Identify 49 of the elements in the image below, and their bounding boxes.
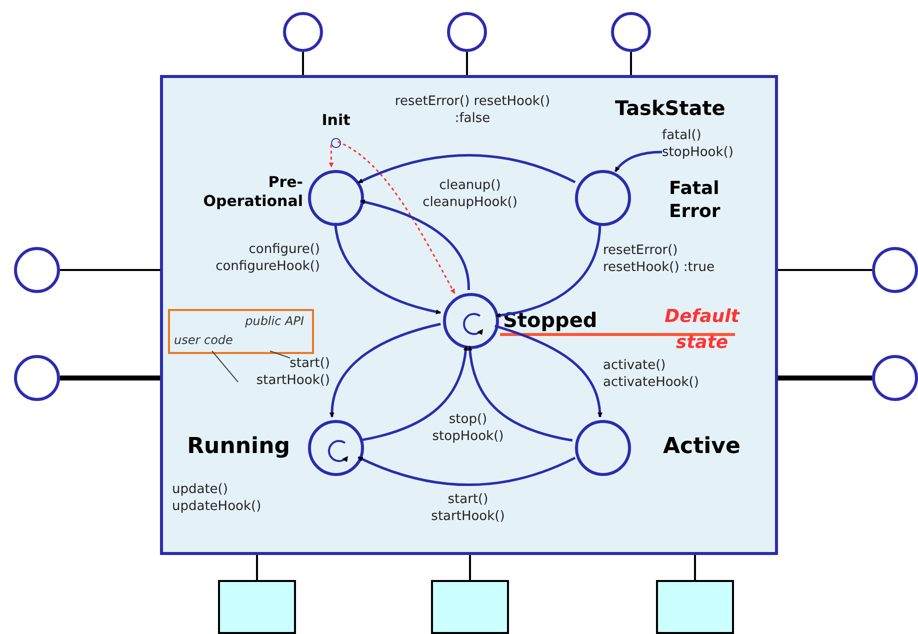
leader-line [270,350,290,358]
composite-state-box [160,75,778,555]
transition-arrow [468,346,573,442]
dotted-arrow [328,144,334,168]
transition-arrow [358,456,576,486]
leader-line [212,350,238,382]
edge-label: start() startHook() [255,356,330,390]
connector-line [60,269,160,271]
note-text: public API [245,315,304,327]
connector-line [256,555,258,580]
transition-arrow [330,322,441,418]
edge-label: stop() stopHook() [431,412,505,446]
edge-label: resetError() resetHook() :true [603,243,716,277]
connector-line [469,555,471,580]
transition-arrow [495,222,602,318]
note-box [168,309,314,354]
transition-arrow [360,200,470,290]
state-name: Fatal Error [669,178,722,223]
connector-line [466,52,468,75]
state-name: Running [186,433,290,460]
port-box [218,580,296,634]
port-box [431,580,509,634]
state-name: Pre- Operational [203,173,303,210]
edge-label: start() startHook() [430,492,506,526]
connector-line [694,555,696,580]
connector-line [630,52,632,75]
edge-label: fatal() stopHook() [662,128,734,162]
connector-line [302,52,304,75]
default-state-note: Default state [664,305,741,355]
edge-label: cleanup() cleanupHook() [422,178,518,212]
transition-arrow [358,154,576,184]
note-text: user code [174,334,233,346]
method-label: update() updateHook() [172,482,262,516]
connector-line [60,376,160,380]
edge-label: resetError() resetHook() :false [394,94,552,128]
transition-arrow [494,324,602,418]
edge-label: configure() configureHook() [214,242,320,276]
state-machine-title: TaskState [615,96,726,121]
connector-line [778,269,872,271]
state-name: Stopped [503,308,598,333]
edge-label: activate() activateHook() [603,358,700,392]
connector-line [778,376,872,380]
transition-arrow [614,150,662,172]
state-name: Init [320,111,352,130]
transition-arrow [334,222,441,314]
port-box [656,580,734,634]
dotted-arrow [337,141,456,294]
state-name: Active [663,433,742,460]
transition-arrow [360,345,468,442]
